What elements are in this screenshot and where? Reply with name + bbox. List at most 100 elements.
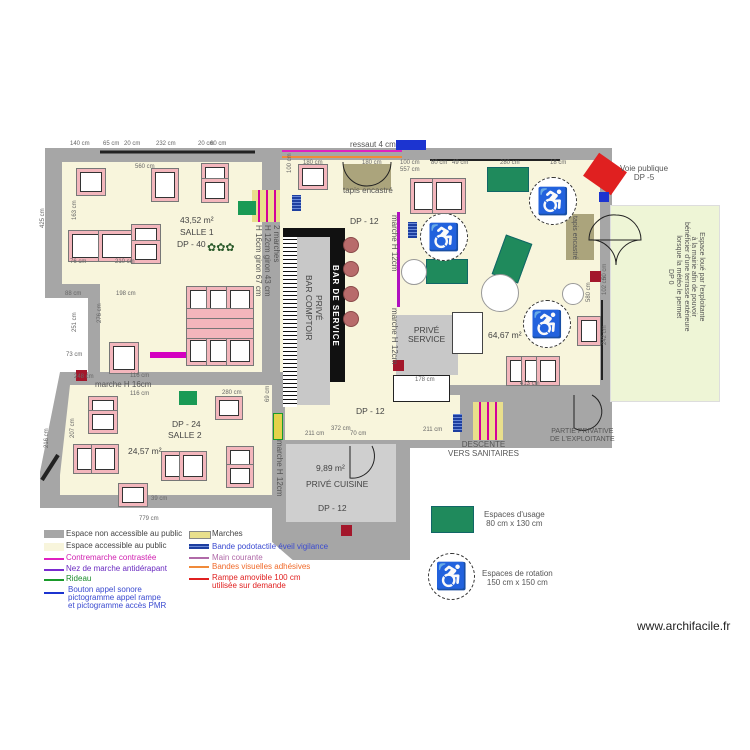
table: [135, 244, 157, 260]
legend-rotation-icon: ♿: [428, 553, 475, 600]
round-table: [401, 259, 427, 285]
stairs-salle2: [150, 352, 187, 358]
voie-publique-label: Voie publique DP -5: [620, 164, 669, 182]
dimension-label: 49 cm: [452, 160, 469, 166]
dimension-label: 100 cm: [400, 160, 420, 166]
table: [302, 168, 324, 186]
salle1-area: 43,52 m²: [180, 215, 214, 225]
legend-label: Marches: [212, 529, 243, 538]
legend-swatch-non-accessible: [44, 530, 64, 538]
dimension-label: 207 cm: [70, 418, 76, 438]
legend-line-main-courante: [189, 557, 209, 559]
kitchen-dp: DP - 12: [318, 503, 347, 513]
legend-label: Bandes visuelles adhésives: [212, 562, 311, 571]
banquette: [186, 328, 254, 339]
round-table: [562, 283, 584, 305]
round-table: [481, 274, 519, 312]
legend-usage-swatch: [431, 506, 474, 533]
dimension-label: 413 cm: [520, 381, 540, 387]
emergency-exit-icon: [238, 201, 256, 215]
legend-label: Rampe amovible 100 cm utilisée sur deman…: [212, 573, 301, 590]
plant-icon: ✿✿✿: [207, 242, 235, 254]
dimension-label: 280 cm: [500, 160, 520, 166]
dimension-label: 20 cm: [124, 141, 141, 147]
dimension-label: 50 cm: [602, 263, 608, 280]
legend-usage-label: Espaces d'usage 80 cm x 130 cm: [484, 510, 545, 528]
legend-label: Nez de marche antidérapant: [66, 564, 167, 573]
table: [155, 172, 175, 198]
legend-label: Main courante: [212, 553, 263, 562]
dimension-label: 60 cm: [210, 141, 227, 147]
descente-label: DESCENTE VERS SANITAIRES: [448, 440, 519, 458]
usage-space: [487, 167, 529, 192]
table: [230, 340, 250, 362]
table: [581, 320, 597, 342]
door-entrance-right: [588, 214, 642, 266]
visual-strip-top: [282, 156, 402, 158]
handrail-bar: [397, 212, 400, 307]
service-counter: [393, 375, 450, 402]
dimension-label: 39 cm: [151, 496, 168, 502]
door-entrance-top: [342, 161, 392, 187]
dimension-label: 560 cm: [135, 164, 155, 170]
dimension-label: 198 cm: [116, 291, 136, 297]
corridor-dp-top: DP - 12: [350, 216, 379, 226]
bar-stool: [343, 261, 359, 277]
dimension-label: 73 cm: [66, 352, 83, 358]
salle2-dp: DP - 24: [172, 419, 201, 429]
stairs-descente: [473, 402, 503, 440]
tactile-strip: [408, 222, 417, 238]
curtain-kitchen: [273, 413, 283, 440]
table: [113, 346, 135, 370]
dimension-label: 211 cm: [423, 427, 443, 433]
stairs-salle1: [252, 190, 280, 222]
legend-label: Bande podotactile éveil vigilance: [212, 542, 329, 551]
dimension-label: 180 cm: [303, 160, 323, 166]
dimension-label: 242 cm: [602, 325, 608, 345]
table: [436, 182, 462, 210]
extinguisher-icon: [341, 525, 352, 536]
legend-label: Espace non accessible au public: [66, 529, 183, 538]
dimension-label: 276 cm: [97, 303, 103, 323]
dimension-label: 557 cm: [400, 167, 420, 173]
dimension-label: 232 cm: [156, 141, 176, 147]
door-kitchen: [349, 445, 375, 479]
dimension-label: 116 cm: [130, 373, 150, 379]
tapis-label-top: tapis encastré: [343, 186, 393, 195]
watermark: www.archifacile.fr: [637, 619, 731, 633]
marche-kitchen: marche H 12cm: [275, 440, 284, 497]
legend-line-nez: [44, 569, 64, 571]
dimension-label: 580 cm: [586, 282, 592, 302]
dimension-label: 116 cm: [130, 391, 150, 397]
table: [205, 182, 225, 199]
dimension-label: 372 cm: [331, 426, 351, 432]
salle2-name: SALLE 2: [168, 430, 202, 440]
dimension-label: 69 cm: [265, 385, 271, 402]
table: [80, 172, 102, 192]
legend-label: Espace accessible au public: [66, 541, 167, 550]
terrace: [610, 205, 720, 402]
dimension-label: 163 cm: [72, 200, 78, 220]
wheelchair-rotation-icon: ♿: [529, 177, 577, 225]
dimension-label: 18 cm: [550, 160, 567, 166]
legend-line-rampe: [189, 578, 209, 580]
dimension-label: 20 cm: [198, 141, 215, 147]
table: [540, 360, 556, 382]
door-private: [573, 394, 603, 431]
legend-label: Rideau: [66, 574, 92, 583]
table: [95, 448, 115, 470]
table: [122, 487, 144, 503]
dimension-label: 425 cm: [40, 208, 46, 228]
extinguisher-icon: [590, 271, 601, 282]
legend-label: Bouton appel sonore pictogramme appel ra…: [68, 585, 167, 610]
dimension-label: 280 cm: [222, 390, 242, 396]
tapis-label-right: tapis encastré: [571, 216, 578, 260]
main-room-area: 64,67 m²: [488, 330, 522, 340]
dimension-label: 251 cm: [72, 312, 78, 332]
bar-stool: [343, 311, 359, 327]
dimension-label: 100 cm: [287, 153, 293, 173]
service-name: PRIVÉ SERVICE: [408, 325, 446, 345]
legend-label: Contremarche contrastée: [66, 553, 157, 562]
